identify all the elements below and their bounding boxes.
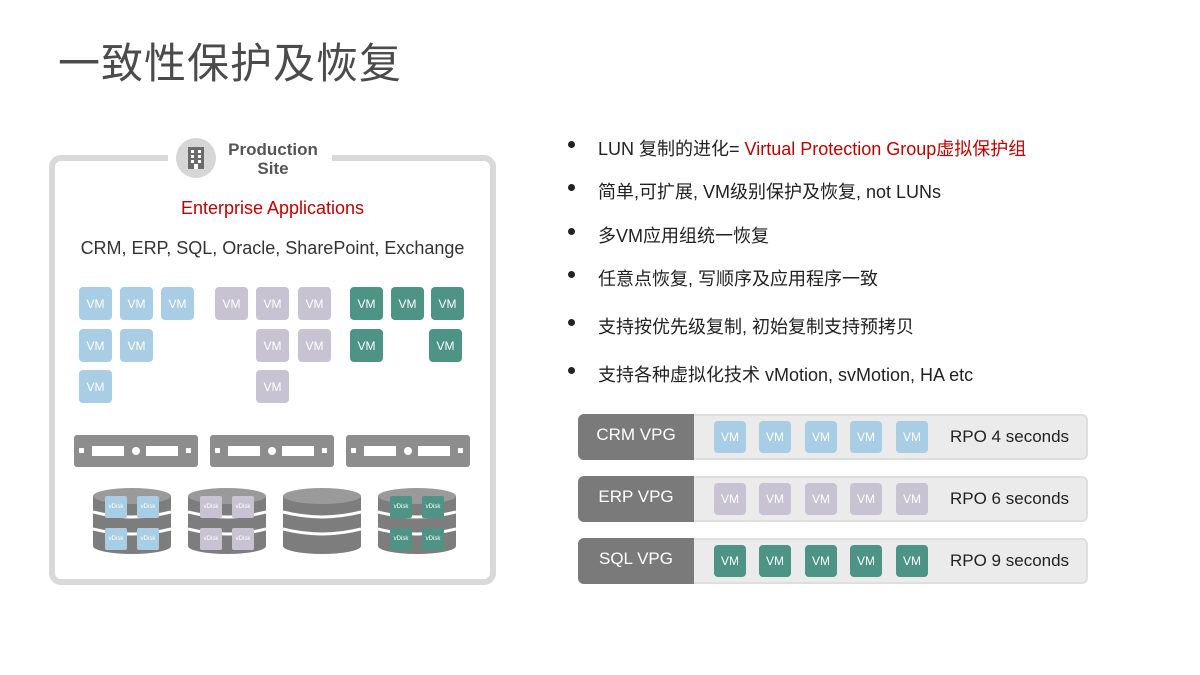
site-label: Production Site [220, 140, 326, 178]
vpg-row-crm: CRM VPG VM VM VM VM VM RPO 4 seconds [578, 414, 1088, 460]
vm-tile: VM [79, 370, 112, 403]
enterprise-apps-title: Enterprise Applications [180, 198, 365, 218]
vm-tile: VM [850, 421, 882, 453]
vdisk-tile: vDisk [422, 496, 444, 518]
vpg-rpo: RPO 6 seconds [950, 489, 1070, 508]
vm-tile: VM [79, 287, 112, 320]
storage-disk-stack [283, 488, 361, 554]
vm-tile: VM [161, 287, 194, 320]
vm-tile: VM [350, 287, 383, 320]
vdisk-tile: vDisk [422, 528, 444, 550]
site-label-line2: Site [257, 159, 289, 178]
vdisk-tile: vDisk [137, 528, 159, 550]
vm-tile: VM [350, 329, 383, 362]
vm-tile: VM [759, 483, 791, 515]
vm-tile: VM [391, 287, 424, 320]
vpg-rpo: RPO 9 seconds [950, 551, 1070, 570]
vm-tile: VM [120, 329, 153, 362]
enterprise-apps-list: CRM, ERP, SQL, Oracle, SharePoint, Excha… [80, 238, 465, 258]
bullet-highlight: Virtual Protection Group虚拟保护组 [744, 139, 1027, 159]
vdisk-tile: vDisk [200, 496, 222, 518]
bullet-dot-icon [568, 184, 575, 191]
storage-disk-stack: vDisk vDisk vDisk vDisk [378, 488, 456, 554]
storage-disk-stack: vDisk vDisk vDisk vDisk [93, 488, 171, 554]
bullet-dot-icon [568, 367, 575, 374]
bullet-prefix: LUN 复制的进化= [598, 139, 745, 159]
storage-disk-stack: vDisk vDisk vDisk vDisk [188, 488, 266, 554]
vm-tile: VM [256, 370, 289, 403]
site-label-line1: Production [228, 140, 318, 159]
bullet-dot-icon [568, 271, 575, 278]
vm-tile: VM [805, 421, 837, 453]
vpg-rpo: RPO 4 seconds [950, 427, 1070, 446]
vdisk-tile: vDisk [232, 528, 254, 550]
server-unit [74, 435, 198, 467]
bullet-dot-icon [568, 228, 575, 235]
bullet-text: 支持按优先级复制, 初始复制支持预拷贝 [598, 317, 915, 337]
vm-tile: VM [759, 545, 791, 577]
vdisk-tile: vDisk [105, 528, 127, 550]
vm-tile: VM [805, 545, 837, 577]
bullet-text: 多VM应用组统一恢复 [598, 226, 769, 246]
vpg-label: CRM VPG [578, 414, 694, 460]
vm-tile: VM [120, 287, 153, 320]
vm-tile: VM [896, 483, 928, 515]
bullet-text: 支持各种虚拟化技术 vMotion, svMotion, HA etc [598, 365, 974, 385]
site-header: Production Site [168, 130, 332, 186]
bullet-text: 简单,可扩展, VM级别保护及恢复, not LUNs [598, 182, 942, 202]
vpg-row-erp: ERP VPG VM VM VM VM VM RPO 6 seconds [578, 476, 1088, 522]
server-unit [210, 435, 334, 467]
vm-tile: VM [714, 545, 746, 577]
building-icon [176, 138, 216, 178]
vm-tile: VM [896, 421, 928, 453]
vm-tile: VM [298, 329, 331, 362]
vpg-row-sql: SQL VPG VM VM VM VM VM RPO 9 seconds [578, 538, 1088, 584]
vm-tile: VM [256, 329, 289, 362]
vdisk-tile: vDisk [390, 528, 412, 550]
vdisk-tile: vDisk [105, 496, 127, 518]
vm-tile: VM [431, 287, 464, 320]
vm-tile: VM [215, 287, 248, 320]
bullet-dot-icon [568, 141, 575, 148]
vm-tile: VM [759, 421, 791, 453]
vdisk-tile: vDisk [137, 496, 159, 518]
vm-tile: VM [298, 287, 331, 320]
vm-tile: VM [850, 545, 882, 577]
slide-title: 一致性保护及恢复 [58, 39, 403, 88]
vm-tile: VM [714, 421, 746, 453]
vm-tile: VM [896, 545, 928, 577]
vm-tile: VM [429, 329, 462, 362]
vpg-label: SQL VPG [578, 538, 694, 584]
vpg-label: ERP VPG [578, 476, 694, 522]
vm-tile: VM [79, 329, 112, 362]
vdisk-tile: vDisk [390, 496, 412, 518]
bullet-text: 任意点恢复, 写顺序及应用程序一致 [598, 269, 879, 289]
vdisk-tile: vDisk [200, 528, 222, 550]
vm-tile: VM [805, 483, 837, 515]
vdisk-tile: vDisk [232, 496, 254, 518]
vm-tile: VM [850, 483, 882, 515]
vm-tile: VM [256, 287, 289, 320]
vm-tile: VM [714, 483, 746, 515]
bullet-dot-icon [568, 319, 575, 326]
server-unit [346, 435, 470, 467]
